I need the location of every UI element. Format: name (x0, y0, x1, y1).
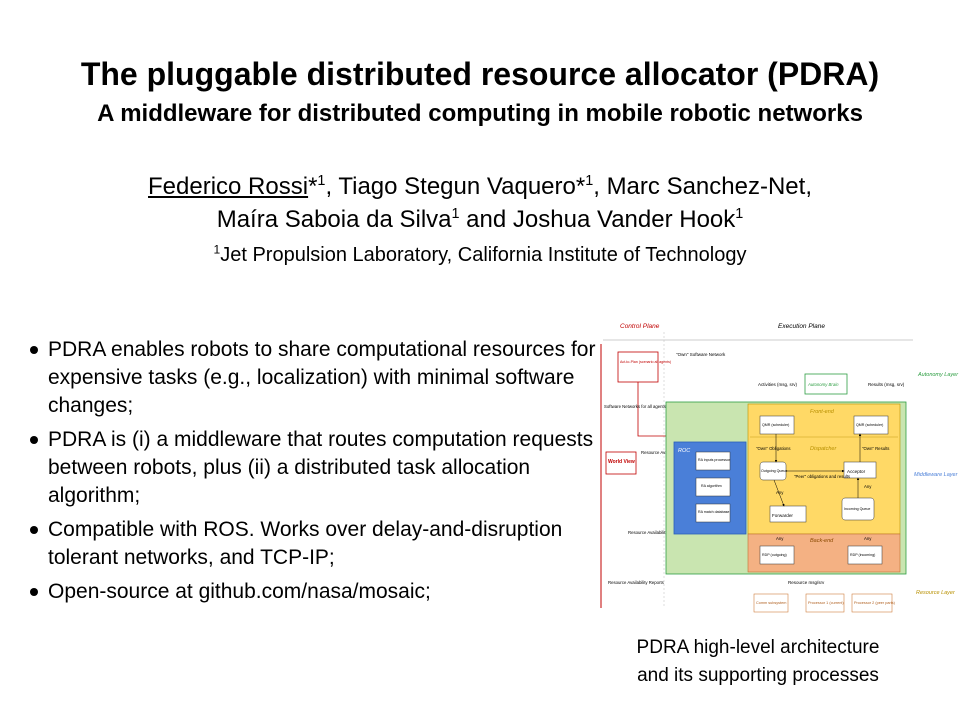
diagram-caption-line-2: and its supporting processes (637, 665, 879, 686)
authors-line-2: Maíra Saboia da Silva1 and Joshua Vander… (0, 206, 960, 234)
architecture-diagram: Control Plane Execution Plane Act-to-Pla… (600, 323, 959, 613)
autonomy-brain-box (804, 373, 848, 395)
world-view-label: World View (608, 459, 635, 465)
ra-match-label: RA match database (698, 510, 729, 514)
diagram-caption-line-1: PDRA high-level architecture (636, 637, 880, 658)
author-sep: , (325, 173, 339, 200)
forwarder-box (769, 505, 807, 523)
ra-inputs-box (695, 451, 731, 471)
bullet-item: Open-source at github.com/nasa/mosaic; (28, 578, 600, 606)
bullet-text: PDRA is (i) a middleware that routes com… (48, 428, 594, 507)
any-label-2: Any (864, 484, 872, 489)
resource-layer-label: Resource Layer (916, 590, 956, 596)
resource-availability-label: Resource Availability (641, 450, 681, 455)
ra-algorithm-label: RA algorithm (701, 484, 722, 488)
qmr-right-box (853, 415, 889, 435)
any-label-3: Any (776, 536, 784, 541)
bullet-list: PDRA enables robots to share computation… (28, 336, 600, 612)
own-obligations-label: "Own" Obligations (756, 446, 791, 451)
peer-obligations-label: "Peer" obligations and results (794, 474, 850, 479)
autonomy-brain-label: Autonomy Brain (807, 382, 839, 387)
act-to-plan-box (617, 351, 659, 383)
bullet-dot-icon (30, 346, 38, 354)
any-label-1: Any (776, 490, 784, 495)
author-sup: 1 (585, 173, 594, 189)
slide-title: The pluggable distributed resource alloc… (80, 56, 880, 92)
author-sup: 1 (317, 173, 326, 189)
bullet-item: PDRA enables robots to share computation… (28, 336, 600, 420)
results-label: Results (msg, srv) (868, 382, 905, 387)
bullet-dot-icon (30, 526, 38, 534)
ra-match-box (695, 503, 731, 523)
acceptor-label: Acceptor (847, 469, 866, 474)
bullet-dot-icon (30, 588, 38, 596)
author-sup: 1 (451, 206, 460, 222)
resource-availability-reports-1: Resource Availability Reports (628, 530, 684, 535)
qmr-left-label: QMR (scheduler) (762, 423, 789, 427)
roc-label: ROC (678, 448, 690, 454)
bullet-text: Open-source at github.com/nasa/mosaic; (48, 580, 431, 603)
affiliation-sup: 1 (213, 242, 221, 257)
author-name: Joshua Vander Hook (512, 206, 736, 233)
rdp-left-label: RDP (outgoing) (762, 553, 787, 557)
back-end-label: Back-end (810, 538, 834, 544)
affiliation-text: Jet Propulsion Laboratory, California In… (220, 244, 747, 266)
rdp-right-label: RDP (incoming) (850, 553, 875, 557)
autonomy-layer-label: Autonomy Layer (917, 372, 959, 378)
author-sep: , (593, 173, 607, 200)
bullet-item: PDRA is (i) a middleware that routes com… (28, 426, 600, 510)
author-name: Tiago Stegun Vaquero (338, 173, 576, 200)
act-to-plan-label: Act-to-Plan (scenario all agents) (620, 360, 671, 364)
processor2-box (851, 593, 893, 613)
processor1-box (805, 593, 845, 613)
activities-label: Activities (msg, srv) (758, 382, 798, 387)
comm-subsystem-label: Comm subsystem (756, 601, 786, 605)
bullet-text: Compatible with ROS. Works over delay-an… (48, 518, 563, 569)
ra-algorithm-box (695, 477, 731, 497)
bullet-dot-icon (30, 436, 38, 444)
affiliation: 1Jet Propulsion Laboratory, California I… (0, 242, 960, 267)
slide-subtitle: A middleware for distributed computing i… (97, 100, 863, 127)
front-end-label: Front-end (810, 409, 835, 415)
processor2-label: Processor 2 (peer parts) (854, 601, 896, 605)
bullet-item: Compatible with ROS. Works over delay-an… (28, 516, 600, 572)
own-results-label: "Own" Results (862, 446, 889, 451)
resource-msg-label: Resource msg/srv (788, 580, 825, 585)
software-networks-label: Software Networks for all agents (604, 404, 666, 409)
qmr-left-box (759, 415, 795, 435)
author-sup: 1 (735, 206, 744, 222)
middleware-layer-label: Middleware Layer (914, 472, 959, 478)
comm-subsystem-box (753, 593, 789, 613)
ra-inputs-label: RA inputs processor (698, 458, 731, 462)
author-name: Marc Sanchez-Net (606, 173, 806, 200)
control-plane-label: Control Plane (620, 323, 660, 330)
resource-availability-reports-2: Resource Availability Reports (608, 580, 664, 585)
bullet-text: PDRA enables robots to share computation… (48, 338, 596, 417)
any-label-4: Any (864, 536, 872, 541)
author-name: Federico Rossi (148, 173, 309, 200)
authors-line-1: Federico Rossi*1, Tiago Stegun Vaquero*1… (0, 173, 960, 201)
author-mark: * (575, 173, 586, 200)
incoming-queue-label: Incoming Queue (844, 507, 870, 511)
world-view-box (605, 451, 637, 475)
dispatcher-label: Dispatcher (810, 446, 837, 452)
author-sep: and (459, 206, 513, 233)
outgoing-queue-label: Outgoing Queue (761, 469, 787, 473)
execution-plane-label: Execution Plane (778, 323, 825, 330)
qmr-right-label: QMR (scheduler) (856, 423, 883, 427)
flow-arrow-4 (773, 479, 785, 507)
author-sep: , (805, 173, 812, 200)
rdp-left-box (759, 545, 795, 565)
processor1-label: Processor 1 (current) (808, 601, 844, 605)
author-mark: * (308, 173, 318, 200)
author-name: Maíra Saboia da Silva (216, 206, 452, 233)
rdp-right-box (847, 545, 883, 565)
forwarder-label: Forwarder (772, 513, 793, 518)
own-software-network-label: "Own" Software Network (676, 352, 726, 357)
